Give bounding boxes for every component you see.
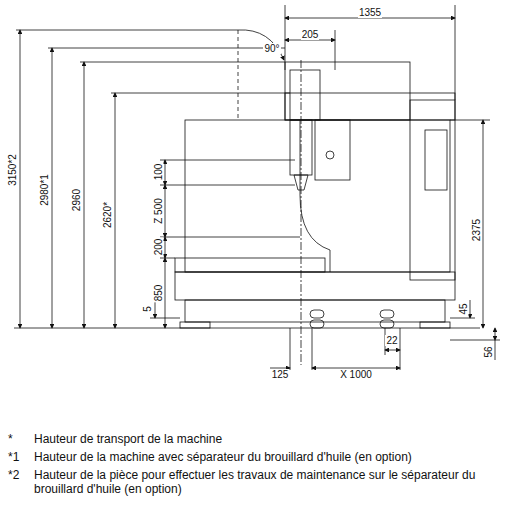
dimension-height: 2960 <box>71 188 82 212</box>
dimension-width: 1355 <box>358 7 382 18</box>
machine-drawing <box>0 0 510 430</box>
note-mark: * <box>8 432 26 446</box>
note-text: Hauteur de la pièce pour effectuer les t… <box>34 468 504 496</box>
swing-angle: 90° <box>263 43 280 54</box>
dimension: 45 <box>458 302 469 315</box>
dimension: 125 <box>271 369 290 380</box>
dimension: 5 <box>142 305 153 313</box>
note-mark: *1 <box>8 450 30 464</box>
axis-travel: X 1000 <box>339 369 373 380</box>
note-mark: *2 <box>8 468 30 482</box>
note-text: Hauteur de la machine avec séparateur du… <box>34 450 504 464</box>
dimension: 22 <box>385 335 398 346</box>
dimension-height: 2375 <box>471 218 482 242</box>
axis-travel: Z 500 <box>153 197 164 225</box>
dimension: 56 <box>483 345 494 358</box>
dimension: 200 <box>153 238 164 257</box>
dimension: 850 <box>153 284 164 303</box>
dimension-height: 2620* <box>102 201 113 229</box>
dimension: 100 <box>153 163 164 182</box>
note-text: Hauteur de transport de la machine <box>34 432 504 446</box>
dimension-height: 2980*1 <box>39 173 50 207</box>
dimension-height: 3150*2 <box>7 153 18 187</box>
dimension-offset: 205 <box>301 29 320 40</box>
